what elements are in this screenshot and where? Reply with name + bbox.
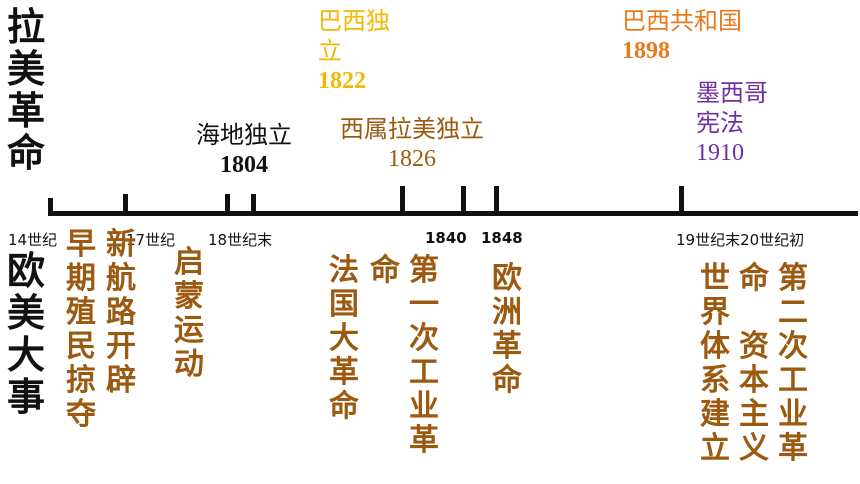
event-spanish-year: 1826 xyxy=(388,146,436,172)
event-brazil-independence: 巴西独 立 1822 xyxy=(318,6,390,96)
event-capitalism: 资本主义 xyxy=(739,329,769,466)
event-industrial-revolution-2-end: 命 xyxy=(739,261,769,296)
event-mexico-year: 1910 xyxy=(696,140,744,166)
tick-1910 xyxy=(679,186,684,214)
event-haiti-independence: 海地独立 1804 xyxy=(196,120,292,180)
event-world-system: 世界体系建立 xyxy=(700,261,730,466)
tick-1822 xyxy=(400,186,405,214)
event-spanish-latin-independence: 西属拉美独立 1826 xyxy=(340,114,484,174)
event-new-sea-routes: 新航路开辟 xyxy=(106,227,136,398)
event-haiti-name: 海地独立 xyxy=(196,121,292,149)
tick-1840 xyxy=(461,186,466,214)
axis-label-1848: 1848 xyxy=(481,229,523,247)
axis-label-17th-century: 17世纪 xyxy=(126,231,176,249)
event-early-colonial-plunder: 早期殖民掠夺 xyxy=(66,227,96,432)
tick-1804 xyxy=(225,194,230,214)
event-mexico-line1: 墨西哥 xyxy=(696,79,768,107)
axis-label-14th-century: 14世纪 xyxy=(8,231,58,249)
event-brazil-republic-year: 1898 xyxy=(622,38,670,64)
event-industrial-revolution-1-end: 命 xyxy=(370,253,400,288)
event-brazil-independence-year: 1822 xyxy=(318,68,366,94)
tick-18th-late xyxy=(251,194,256,214)
event-brazil-independence-line1: 巴西独 xyxy=(318,7,390,35)
event-haiti-year: 1804 xyxy=(220,152,268,178)
latin-revolution-title: 拉美革命 xyxy=(6,5,45,175)
event-mexico-line2: 宪法 xyxy=(696,109,744,137)
tick-1848 xyxy=(494,186,499,214)
axis-label-1840: 1840 xyxy=(425,229,467,247)
event-brazil-independence-line2: 立 xyxy=(318,37,342,65)
event-industrial-revolution-2: 第二次工业革 xyxy=(778,261,808,466)
event-european-revolution: 欧洲革命 xyxy=(492,261,522,398)
tick-17th-century xyxy=(123,194,128,214)
axis-label-18th-late: 18世纪末 xyxy=(208,231,273,249)
event-french-revolution: 法国大革命 xyxy=(329,253,359,424)
event-brazil-republic: 巴西共和国 1898 xyxy=(622,6,742,66)
axis-label-19th-20th: 19世纪末20世纪初 xyxy=(676,231,805,249)
timeline-axis xyxy=(50,211,858,216)
event-spanish-name: 西属拉美独立 xyxy=(340,115,484,143)
event-enlightenment: 启蒙运动 xyxy=(174,245,204,382)
euro-events-title: 欧美大事 xyxy=(6,249,45,419)
event-mexico-constitution: 墨西哥 宪法 1910 xyxy=(696,78,768,168)
timeline-axis-start-cap xyxy=(48,198,53,216)
event-brazil-republic-name: 巴西共和国 xyxy=(622,7,742,35)
event-industrial-revolution-1: 第一次工业革 xyxy=(409,253,439,458)
